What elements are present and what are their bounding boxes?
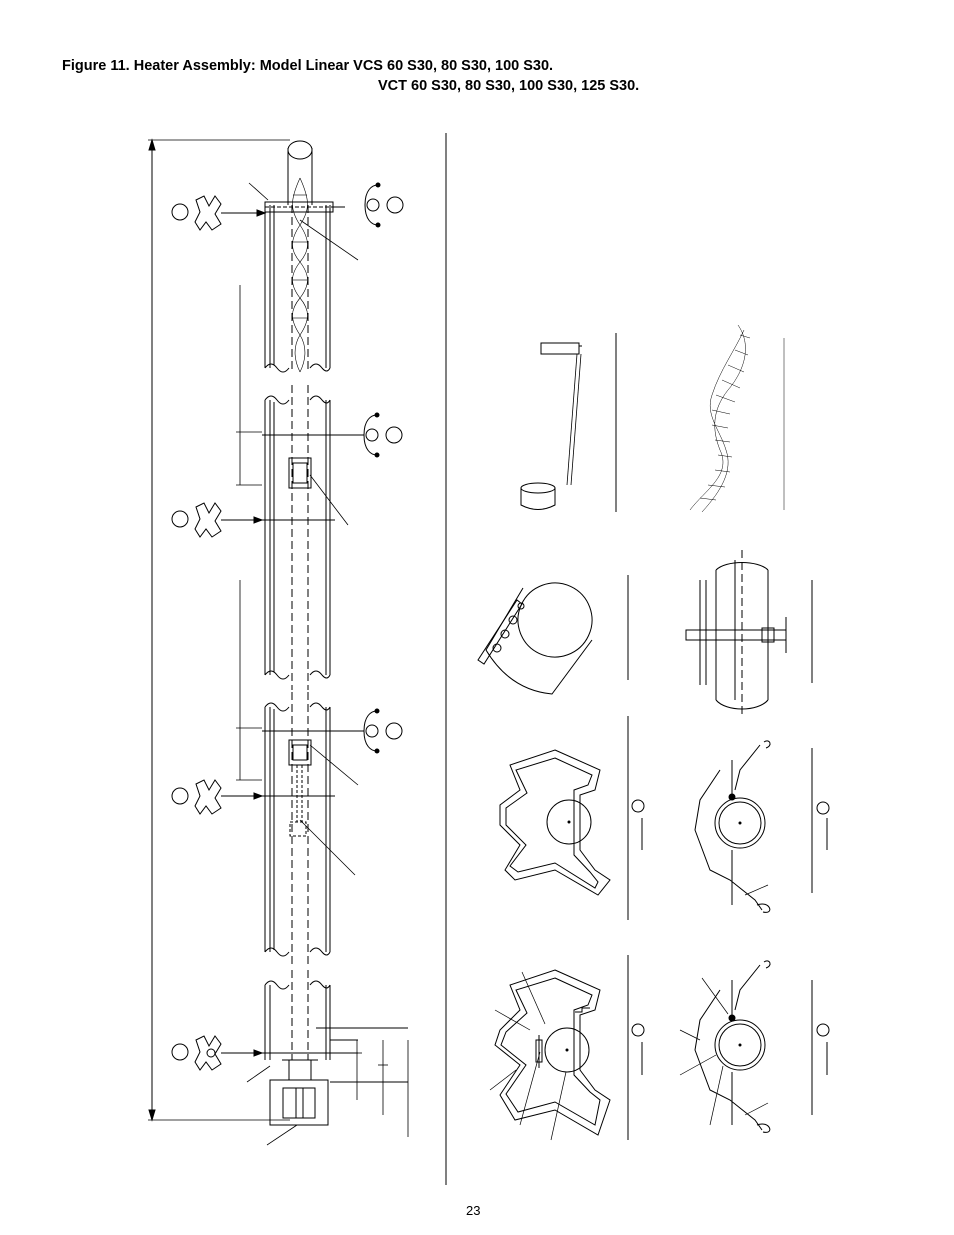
detail-turbulator-rod	[520, 333, 617, 512]
leader-lines	[246, 182, 359, 1146]
turbulator-spiral	[292, 177, 308, 373]
strap-clamp-right-2	[340, 412, 403, 458]
detail-coupling	[685, 550, 813, 715]
figure-title-line2: VCT 60 S30, 80 S30, 100 S30, 125 S30.	[378, 78, 640, 94]
detail-turbulator-spiral	[689, 324, 785, 513]
strap-clamp-right-1	[364, 182, 404, 228]
spacing-dimension-2	[236, 580, 262, 781]
hanger-left-4	[171, 1035, 264, 1071]
hanger-left-1	[171, 195, 267, 231]
overall-height-dimension	[148, 138, 290, 1122]
detail-strap-clamp-1	[694, 740, 830, 913]
spacing-dimension-1	[236, 285, 262, 486]
detail-hanger-bracket-2	[489, 955, 645, 1141]
heater-tube-section-3	[264, 692, 331, 965]
heater-tube-section-1	[264, 205, 331, 373]
bottom-dimension-stack	[352, 1040, 409, 1137]
hanger-left-2	[171, 502, 264, 538]
mounting-band-1	[264, 201, 345, 213]
hanger-left-3	[171, 779, 264, 815]
detail-hanger-bracket-1	[499, 716, 645, 920]
heater-tube-section-4	[264, 970, 331, 1060]
heater-tube-section-2	[264, 385, 331, 690]
top-flue-pipe	[287, 140, 313, 205]
detail-strap-clamp-2	[679, 960, 830, 1133]
strap-clamp-right-3	[340, 708, 403, 754]
figure-title-line1: Figure 11. Heater Assembly: Model Linear…	[62, 58, 554, 74]
burner-assembly	[269, 1027, 408, 1126]
page-number: 23	[466, 1203, 481, 1218]
detail-flue-collar	[477, 575, 629, 695]
